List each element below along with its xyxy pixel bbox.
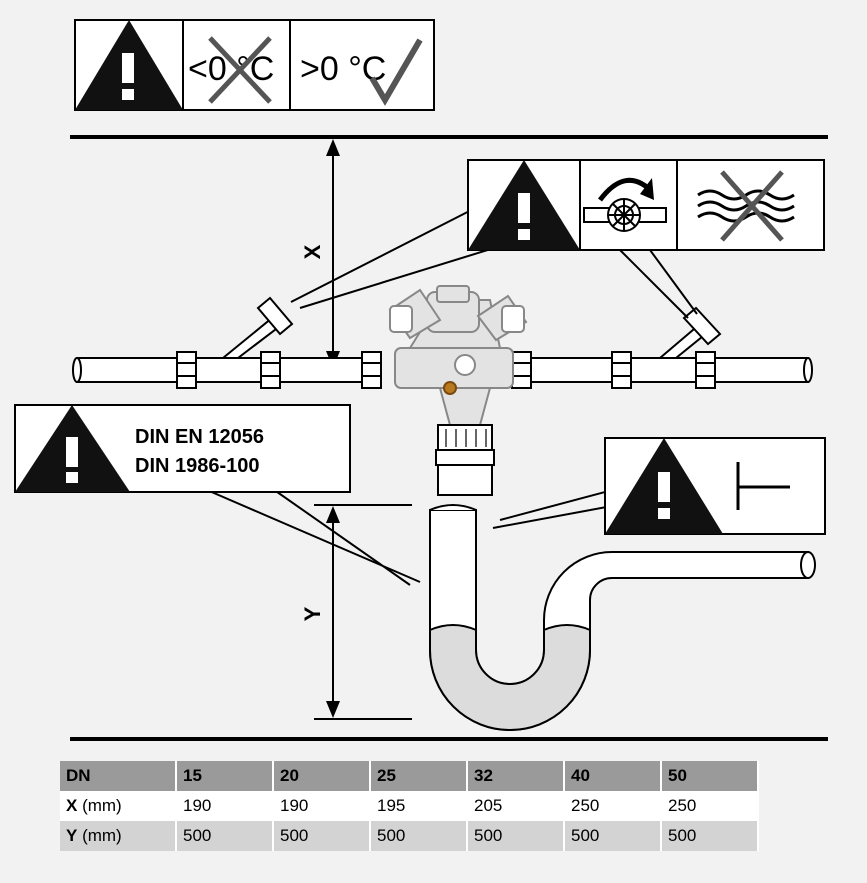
table-header-dn: DN [60,761,177,791]
standard-line-1: DIN EN 12056 [135,426,264,448]
water-wave-icon [697,189,795,223]
row-label: X (mm) [60,791,177,821]
dimension-y-label: Y [300,606,325,621]
table-cell: 250 [661,791,759,821]
supply-pipe [72,351,813,389]
check-icon [369,38,423,106]
temperature-warning-panel: <0 °C >0 °C [74,19,435,111]
table-header-row: DN 15 20 25 32 40 50 [60,761,759,791]
row-label: Y (mm) [60,821,177,851]
drain-trap [429,504,816,731]
shutoff-valve-right [657,306,722,359]
shutoff-valve-left [220,296,294,359]
table-header-cell: 20 [273,761,371,791]
table-row: Y (mm) 500 500 500 500 500 500 [60,821,759,851]
table-cell: 190 [273,791,371,821]
table-cell: 195 [370,791,468,821]
table-cell: 205 [467,791,565,821]
standards-warning-panel: DIN EN 12056 DIN 1986-100 [14,404,351,493]
cross-icon [208,36,272,104]
table-header-cell: 25 [370,761,468,791]
table-cell: 250 [564,791,662,821]
table-header-cell: 15 [176,761,274,791]
table-cell: 190 [176,791,274,821]
table-cell: 500 [661,821,759,851]
table-cell: 500 [273,821,371,851]
backflow-preventer [388,285,528,496]
table-header-cell: 50 [661,761,759,791]
standard-line-2: DIN 1986-100 [135,455,260,477]
table-cell: 500 [176,821,274,851]
table-cell: 500 [467,821,565,851]
dimensions-table: DN 15 20 25 32 40 50 X (mm) 190 190 195 … [60,761,759,851]
dimension-x-label: X [300,244,325,259]
table-header-cell: 32 [467,761,565,791]
table-cell: 500 [564,821,662,851]
dimension-x: X [300,139,355,371]
valve-rotate-icon [583,177,667,232]
table-row: X (mm) 190 190 195 205 250 250 [60,791,759,821]
table-header-cell: 40 [564,761,662,791]
valve-warning-panel [467,159,825,251]
table-cell: 500 [370,821,468,851]
tee-warning-panel [604,437,826,535]
pipe-tee-icon [736,462,790,510]
cross-icon [720,170,784,242]
